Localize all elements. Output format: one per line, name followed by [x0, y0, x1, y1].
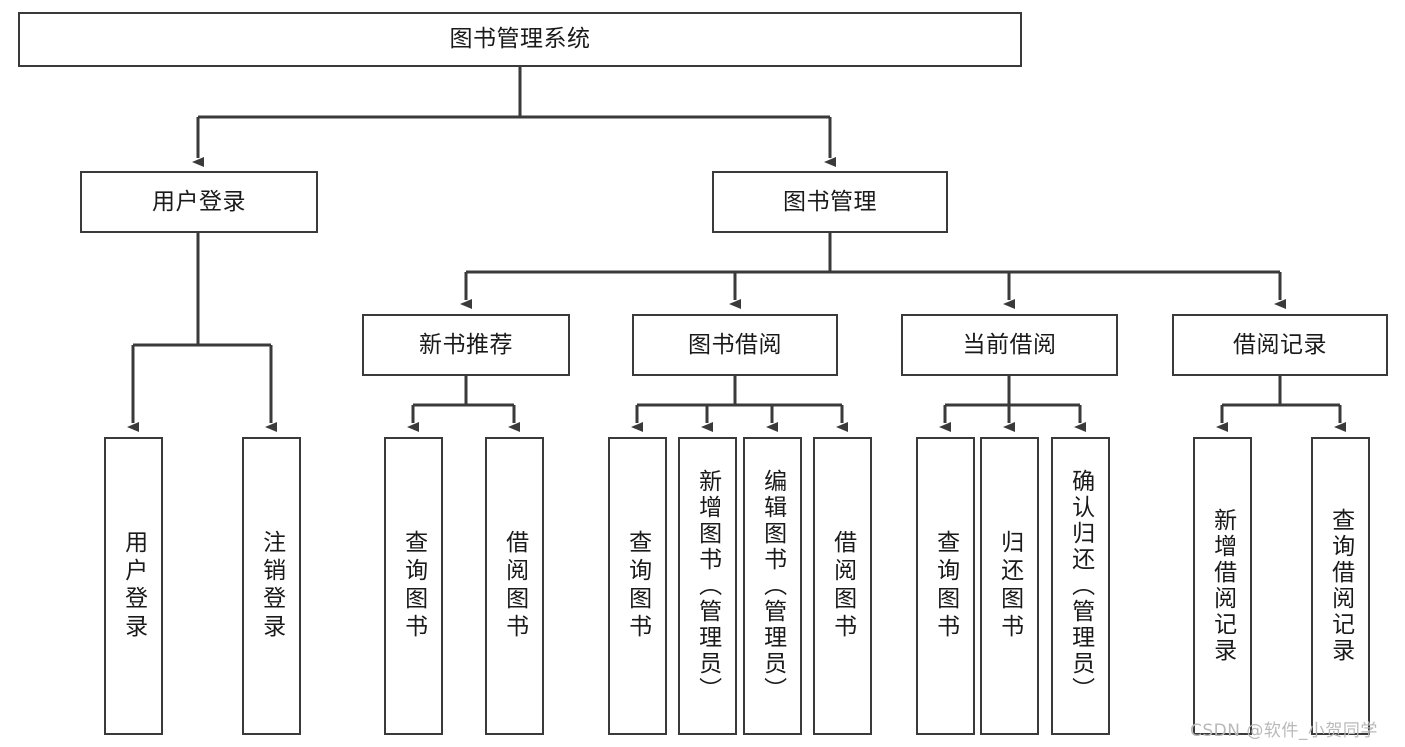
node-label: 新增图书（管理员） — [694, 469, 721, 703]
node-leaf-logout[interactable]: 注销登录 — [242, 437, 301, 735]
node-leaf-query-book-recommend[interactable]: 查询图书 — [384, 437, 443, 735]
node-label: 用户登录 — [152, 188, 246, 215]
node-leaf-borrow-book[interactable]: 借阅图书 — [813, 437, 872, 735]
node-root-book-management-system[interactable]: 图书管理系统 — [18, 12, 1022, 67]
node-label: 查询图书 — [932, 530, 959, 642]
node-book-borrow[interactable]: 图书借阅 — [632, 314, 838, 376]
node-label: 当前借阅 — [962, 331, 1057, 358]
node-leaf-add-borrow-record[interactable]: 新增借阅记录 — [1193, 437, 1252, 735]
node-leaf-return-book[interactable]: 归还图书 — [980, 437, 1039, 735]
node-label: 查询图书 — [624, 530, 651, 642]
node-leaf-edit-book-admin[interactable]: 编辑图书（管理员） — [743, 437, 802, 735]
node-label: 用户登录 — [120, 530, 147, 642]
node-label: 注销登录 — [258, 530, 285, 642]
node-label: 图书借阅 — [688, 331, 782, 358]
node-label: 新增借阅记录 — [1209, 508, 1236, 664]
node-new-book-recommend[interactable]: 新书推荐 — [362, 314, 570, 376]
node-label: 图书管理 — [783, 188, 877, 215]
watermark-text: CSDN @软件_小贺同学 — [1190, 721, 1378, 741]
node-label: 编辑图书（管理员） — [759, 469, 786, 703]
node-label: 图书管理系统 — [449, 26, 591, 52]
node-leaf-query-borrow-record[interactable]: 查询借阅记录 — [1311, 437, 1370, 735]
node-label: 查询图书 — [400, 530, 427, 642]
node-label: 新书推荐 — [419, 331, 513, 358]
node-label: 查询借阅记录 — [1327, 508, 1354, 664]
node-leaf-confirm-return-admin[interactable]: 确认归还（管理员） — [1051, 437, 1110, 735]
node-label: 借阅图书 — [829, 530, 856, 642]
node-leaf-user-login[interactable]: 用户登录 — [104, 437, 163, 735]
node-book-management[interactable]: 图书管理 — [712, 171, 948, 233]
node-leaf-borrow-book-recommend[interactable]: 借阅图书 — [485, 437, 544, 735]
node-leaf-query-book-current[interactable]: 查询图书 — [916, 437, 975, 735]
node-label: 确认归还（管理员） — [1067, 469, 1094, 703]
node-current-borrow[interactable]: 当前借阅 — [901, 314, 1118, 376]
node-label: 借阅图书 — [501, 530, 528, 642]
node-leaf-add-book-admin[interactable]: 新增图书（管理员） — [678, 437, 737, 735]
node-leaf-query-book-borrow[interactable]: 查询图书 — [608, 437, 667, 735]
node-label: 借阅记录 — [1233, 331, 1327, 358]
node-user-login[interactable]: 用户登录 — [80, 171, 318, 233]
node-borrow-record[interactable]: 借阅记录 — [1172, 314, 1388, 376]
node-label: 归还图书 — [996, 530, 1023, 642]
